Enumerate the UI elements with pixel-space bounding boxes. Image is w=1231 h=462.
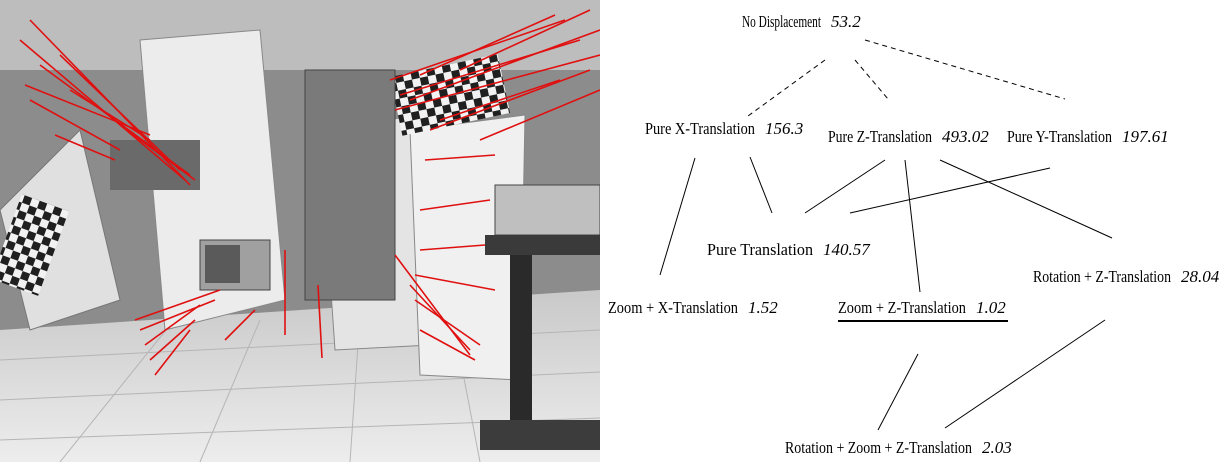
graph-edge bbox=[864, 39, 1066, 100]
node-value: 493.02 bbox=[942, 127, 989, 146]
flow-vector bbox=[144, 304, 201, 346]
node-value: 140.57 bbox=[823, 240, 871, 259]
node-value: 28.04 bbox=[1181, 267, 1220, 286]
node-value: 2.03 bbox=[982, 438, 1012, 457]
node-name: Pure Z-Translation bbox=[828, 127, 932, 146]
flow-vector bbox=[459, 9, 591, 71]
flow-vector bbox=[69, 89, 151, 141]
flow-vector bbox=[424, 154, 496, 161]
flow-vector bbox=[419, 199, 491, 211]
graph-edge bbox=[944, 319, 1106, 429]
graph-edge bbox=[939, 159, 1113, 239]
graph-edge bbox=[749, 156, 773, 214]
graph-node: Zoom + X-Translation 1.52 bbox=[608, 298, 778, 317]
cart-base bbox=[480, 420, 600, 450]
node-value: 53.2 bbox=[831, 12, 861, 31]
flow-vector bbox=[54, 134, 116, 161]
flow-vector bbox=[59, 54, 181, 171]
graph-node: No Displacement 53.2 bbox=[742, 12, 861, 31]
graph-edge bbox=[904, 159, 921, 293]
flow-vector bbox=[409, 29, 600, 101]
flow-vector bbox=[154, 329, 191, 376]
flow-vector bbox=[149, 319, 196, 361]
node-name: Rotation + Zoom + Z-Translation bbox=[785, 438, 972, 457]
flow-vector bbox=[394, 54, 600, 111]
flow-vector bbox=[119, 124, 196, 181]
graph-node: Zoom + Z-Translation 1.02 bbox=[838, 298, 1008, 322]
flow-vector bbox=[429, 69, 591, 131]
flow-vectors bbox=[19, 9, 600, 376]
flow-vector bbox=[134, 289, 221, 321]
cart-leg bbox=[510, 255, 532, 435]
flow-vector bbox=[419, 244, 486, 251]
rack bbox=[304, 69, 396, 301]
node-value: 1.52 bbox=[748, 298, 778, 317]
graph-node: Pure Y-Translation 197.61 bbox=[1007, 127, 1169, 146]
flow-vector bbox=[394, 254, 471, 356]
flow-vector bbox=[414, 299, 481, 346]
cart-top bbox=[485, 235, 600, 255]
graph-node: Rotation + Zoom + Z-Translation 2.03 bbox=[785, 438, 1012, 457]
graph-node: Pure X-Translation 156.3 bbox=[645, 119, 803, 138]
node-name: Pure X-Translation bbox=[645, 119, 755, 138]
node-name: Rotation + Z-Translation bbox=[1033, 267, 1171, 286]
node-name: Pure Translation bbox=[707, 240, 813, 259]
graph-edges bbox=[659, 39, 1113, 431]
node-value: 197.61 bbox=[1122, 127, 1169, 146]
scene-photo bbox=[0, 0, 600, 462]
node-value: 156.3 bbox=[765, 119, 803, 138]
flow-vector bbox=[479, 89, 600, 141]
flow-vector bbox=[419, 329, 476, 361]
node-name: Pure Y-Translation bbox=[1007, 127, 1112, 146]
instrument-box bbox=[494, 184, 600, 236]
flow-vector bbox=[139, 299, 216, 331]
flow-vector bbox=[439, 79, 561, 121]
graph-edge bbox=[747, 59, 826, 117]
graph-edge bbox=[659, 157, 696, 276]
flow-vector bbox=[29, 99, 121, 151]
flow-vector bbox=[317, 284, 323, 359]
node-name: Zoom + Z-Translation bbox=[838, 298, 966, 317]
node-name: No Displacement bbox=[742, 12, 821, 31]
flow-vector bbox=[419, 14, 556, 76]
node-name: Zoom + X-Translation bbox=[608, 298, 738, 317]
graph-node: Pure Translation 140.57 bbox=[707, 240, 871, 259]
graph-node: Rotation + Z-Translation 28.04 bbox=[1033, 267, 1220, 286]
graph-node: Pure Z-Translation 493.02 bbox=[828, 127, 989, 146]
graph-edge bbox=[849, 167, 1051, 214]
flow-vector bbox=[414, 274, 496, 291]
node-value: 1.02 bbox=[976, 298, 1006, 317]
graph-edge bbox=[877, 353, 919, 431]
graph-edge bbox=[804, 159, 886, 214]
graph-edge bbox=[854, 59, 889, 100]
flow-vector bbox=[224, 309, 256, 341]
checkerboard-left bbox=[0, 194, 69, 296]
